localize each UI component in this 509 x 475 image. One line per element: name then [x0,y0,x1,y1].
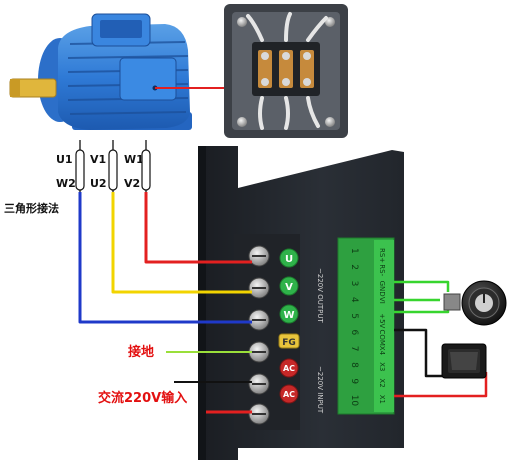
control-terminal-number: 7 [349,346,359,352]
input-caption: ~220V INPUT [316,366,324,414]
control-terminal-numbers: 1 2 3 4 5 6 7 8 9 10 [349,248,359,406]
control-terminal-number: 9 [349,378,359,384]
badge-w-text: W [283,310,294,321]
control-terminal-number: 10 [349,395,359,407]
rocker-switch [441,343,487,379]
wire-switch-1 [394,328,444,378]
connection-method-label: 三角形接法 [4,201,59,215]
motor-terminal-photo [224,4,348,138]
badge-fg-text: FG [282,338,296,348]
badge-w [279,304,299,324]
wire-control-1 [394,280,450,292]
lead-label-u2: U2 [90,177,107,190]
control-terminal-number: 5 [349,313,359,319]
control-terminal-number: 8 [349,362,359,368]
motor-illustration [9,13,192,130]
control-terminal-label: +5V [378,313,386,328]
ac-input-label: 交流220V输入 [98,390,187,406]
wire-switch-2 [394,372,488,398]
control-terminal-label: COM [378,330,386,346]
badge-ac-1-text: AC [283,364,295,373]
power-terminal-screws [248,245,270,425]
terminal-badges: U V W FG AC AC [278,248,300,404]
wire-v [111,192,252,294]
lead-label-u1: U1 [56,153,73,166]
badge-fg [278,333,300,349]
lead-terminal-2 [108,149,118,191]
control-terminal-label: GND [378,281,386,297]
control-terminal-label: X4 [378,346,386,356]
wires [78,192,488,414]
control-terminal-number: 2 [349,264,359,270]
control-terminal-label: X1 [378,395,386,404]
output-caption: ~220V OUTPUT [316,268,324,323]
control-terminal-label: RS+ [378,248,386,263]
lead-terminal-3 [141,149,151,191]
lead-terminal-1 [75,149,85,191]
wire-w [78,192,252,324]
control-terminal-label: VI [378,297,386,304]
control-terminal-label: X3 [378,362,386,371]
badge-v [279,276,299,296]
badge-ac-1 [279,358,299,378]
potentiometer-knob [443,280,507,326]
control-terminal-number: 6 [349,330,359,336]
control-terminal-number: 1 [349,248,359,254]
ground-label: 接地 [128,344,154,360]
motor-leads: U1 V1 W1 W2 U2 V2 三角形接法 [4,140,151,215]
lead-label-w1: W1 [124,153,144,166]
badge-u-text: U [285,254,293,265]
badge-ac-2-text: AC [283,390,295,399]
lead-label-w2: W2 [56,177,76,190]
control-terminal-number: 3 [349,281,359,287]
control-terminal-label: X2 [378,378,386,387]
wire-u [144,192,252,264]
badge-ac-2 [279,384,299,404]
lead-label-v2: V2 [124,177,140,190]
badge-u [279,248,299,268]
control-terminal-label: RS- [378,264,386,276]
lead-label-v1: V1 [90,153,106,166]
badge-v-text: V [285,282,293,293]
control-terminal-number: 4 [349,297,359,303]
